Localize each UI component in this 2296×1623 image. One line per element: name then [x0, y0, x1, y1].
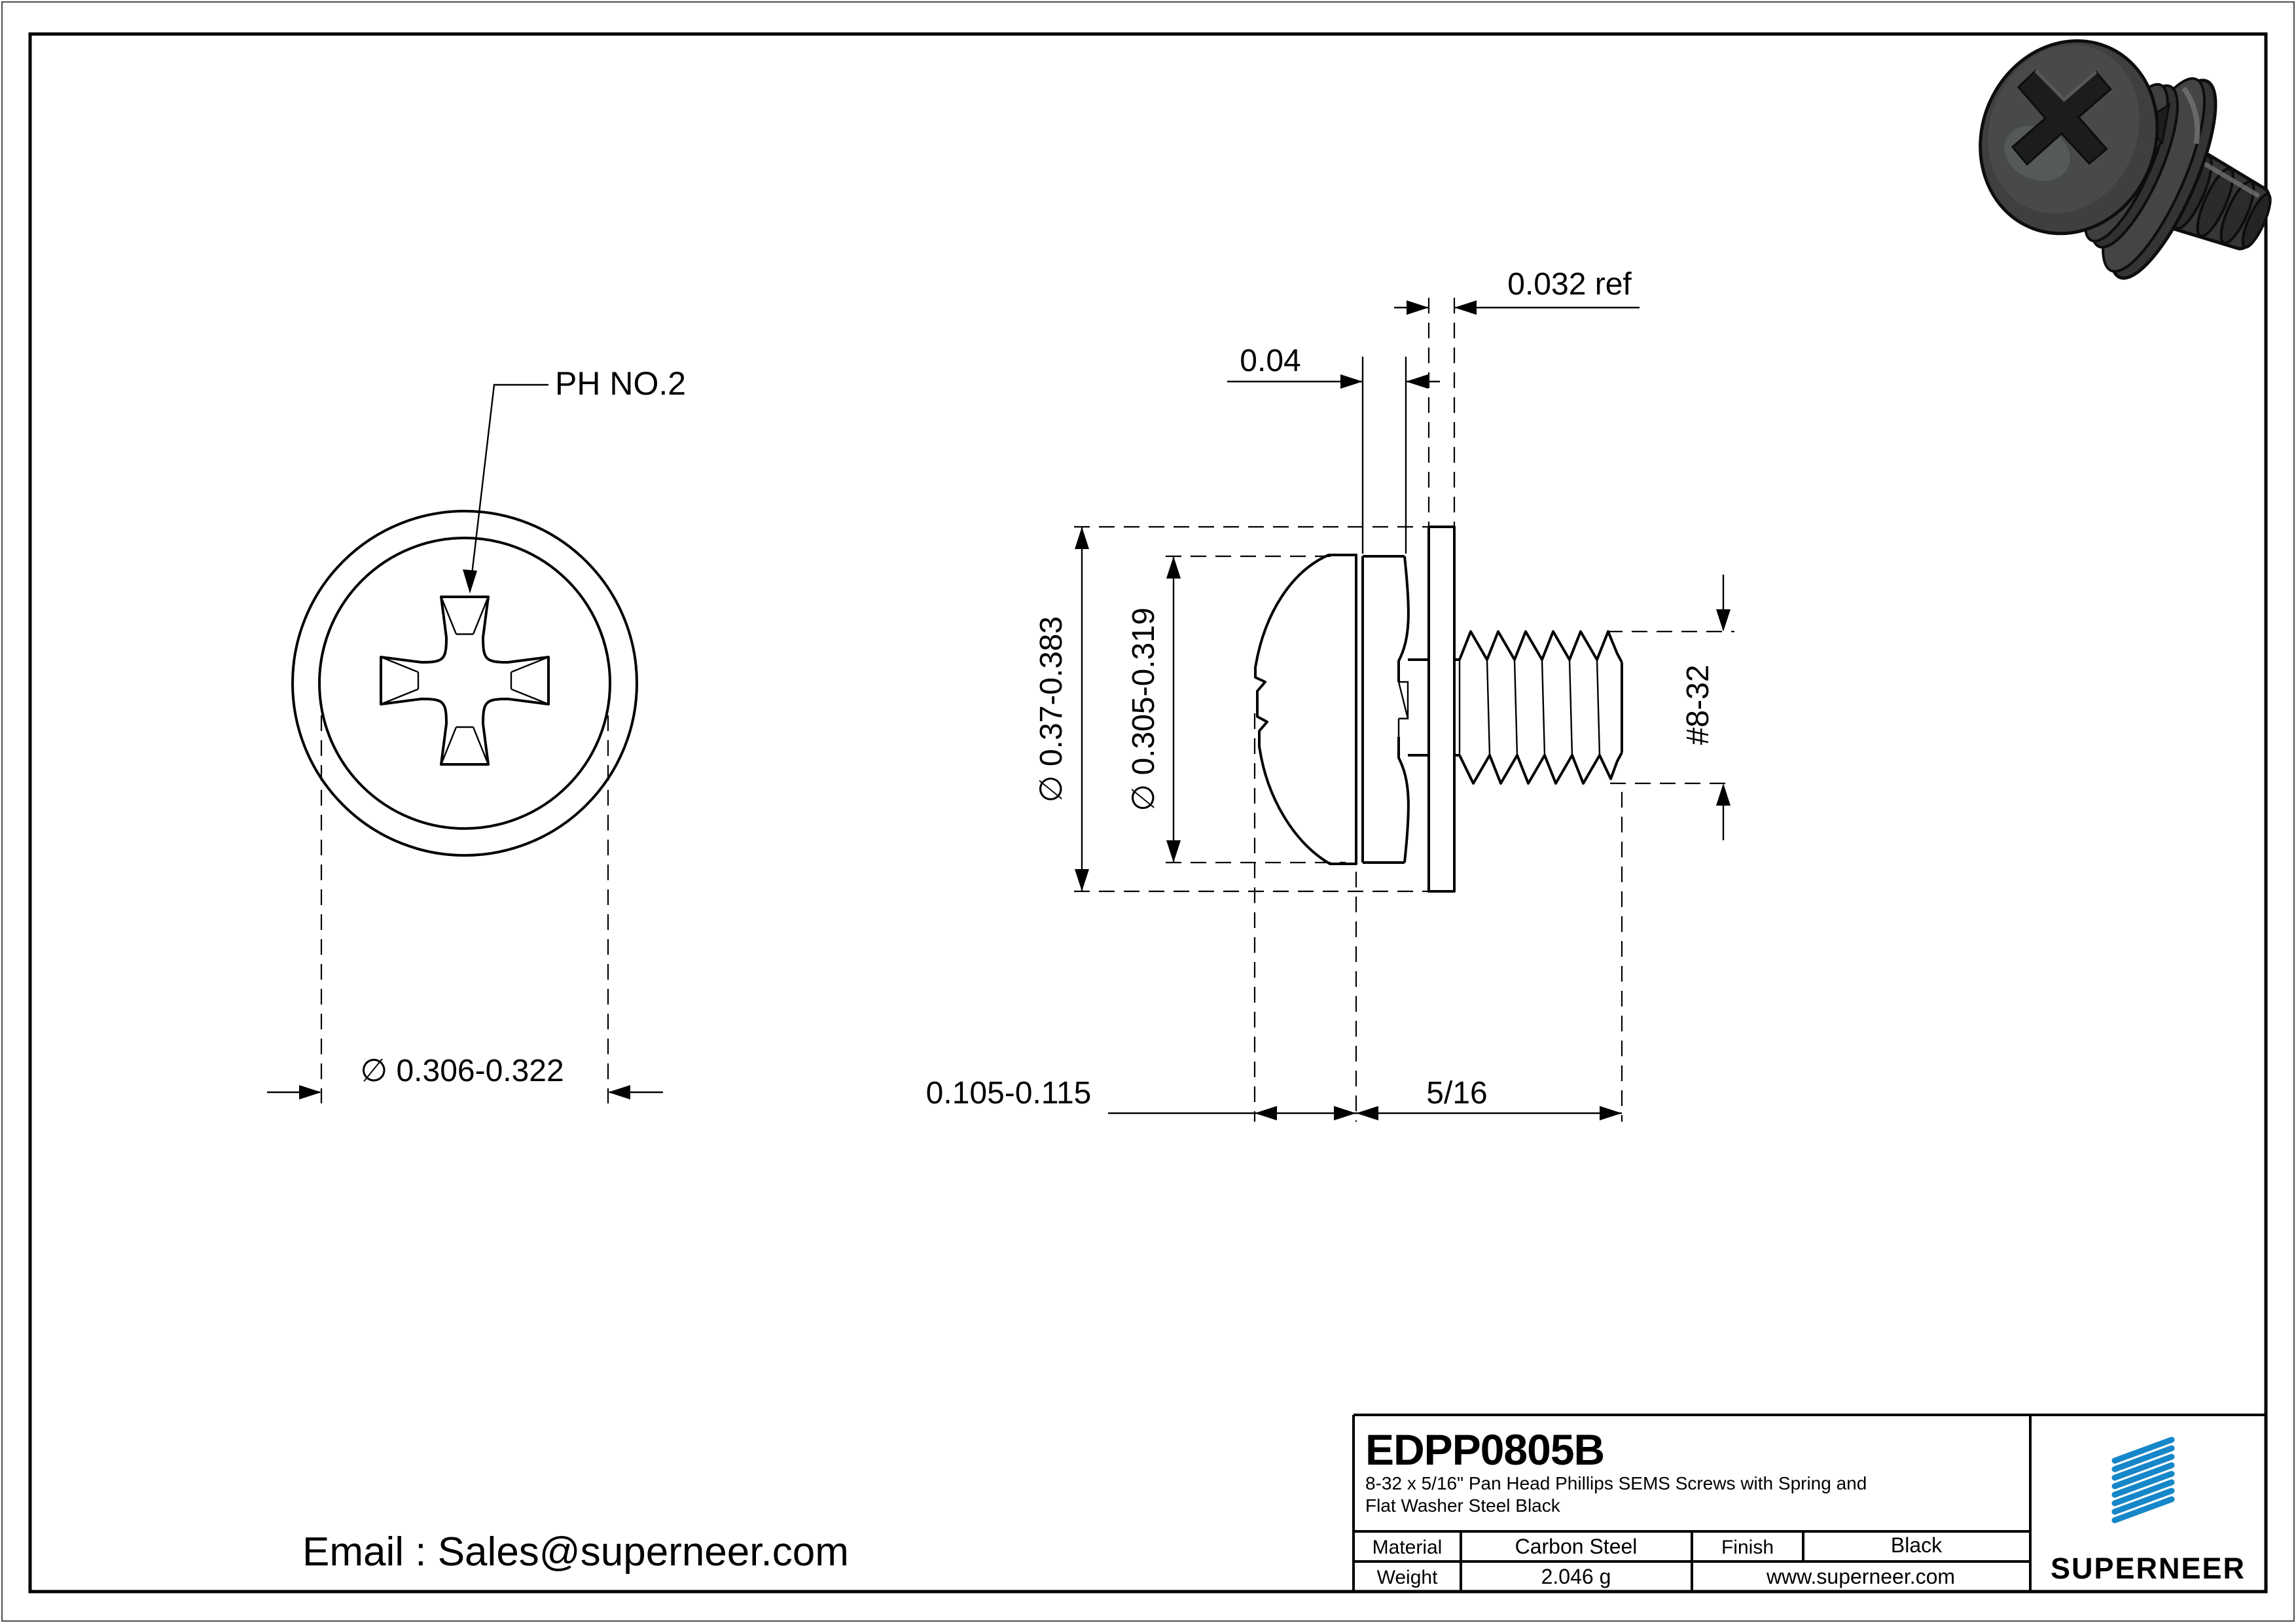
dim-thread-size: #8-32: [1607, 575, 1734, 840]
spring-washer: [1361, 555, 1410, 864]
dim-washer-od: ∅ 0.37-0.383: [1034, 526, 1429, 893]
description-line1: 8-32 x 5/16" Pan Head Phillips SEMS Scre…: [1365, 1473, 1867, 1493]
dim-washer-thickness: 0.032 ref: [1394, 267, 1640, 526]
inner-border: [28, 32, 2268, 1594]
dim-head-height: 0.105-0.115 5/16: [926, 713, 1623, 1122]
material-label: Material: [1372, 1537, 1443, 1558]
brand-name: SUPERNEER: [2051, 1552, 2246, 1585]
dim-spring-thickness: 0.04: [1227, 344, 1440, 554]
phillips-recess: [380, 596, 550, 766]
head-outline-circle: [318, 537, 611, 830]
flat-washer: [1427, 526, 1456, 893]
website-link[interactable]: www.superneer.com: [1766, 1565, 1955, 1588]
dim-washer-od-text: ∅ 0.37-0.383: [1034, 616, 1069, 803]
threads: [1454, 630, 1623, 785]
superneer-logo-icon: [2111, 1436, 2175, 1524]
dim-thread-length-text: 5/16: [1426, 1076, 1487, 1111]
description-line2: Flat Washer Steel Black: [1365, 1495, 1561, 1516]
front-diameter-text: ∅ 0.306-0.322: [360, 1054, 564, 1088]
title-block: EDPP0805B 8-32 x 5/16" Pan Head Phillips…: [1352, 1414, 2266, 1592]
washer-outline-circle: [291, 510, 638, 857]
front-diameter-dimension: ∅ 0.306-0.322: [267, 715, 663, 1103]
weight-value: 2.046 g: [1541, 1565, 1611, 1588]
front-view: PH NO.2 ∅ 0.306-0.322: [267, 365, 686, 1103]
contact-email: Email : Sales@superneer.com: [302, 1529, 849, 1575]
dim-spring-thickness-text: 0.04: [1240, 344, 1300, 378]
finish-label: Finish: [1721, 1537, 1774, 1558]
material-value: Carbon Steel: [1515, 1535, 1638, 1558]
dim-head-od-text: ∅ 0.305-0.319: [1126, 607, 1161, 811]
dim-washer-thickness-text: 0.032 ref: [1507, 267, 1632, 302]
recess-leader: [463, 383, 548, 594]
dim-head-od: ∅ 0.305-0.319: [1126, 555, 1346, 864]
head-profile: [1254, 554, 1357, 865]
dim-thread-size-text: #8-32: [1681, 665, 1715, 745]
dim-head-height-text: 0.105-0.115: [926, 1076, 1092, 1111]
recess-label: PH NO.2: [555, 365, 686, 402]
side-view: 0.04 0.032 ref ∅ 0.37-0.383 ∅ 0.305-0.31…: [926, 267, 1734, 1122]
weight-label: Weight: [1377, 1567, 1438, 1588]
screw-3d-render: [1979, 39, 2272, 280]
part-number: EDPP0805B: [1365, 1425, 1604, 1474]
finish-value: Black: [1891, 1533, 1943, 1557]
shaft-lines: [1408, 658, 1429, 757]
